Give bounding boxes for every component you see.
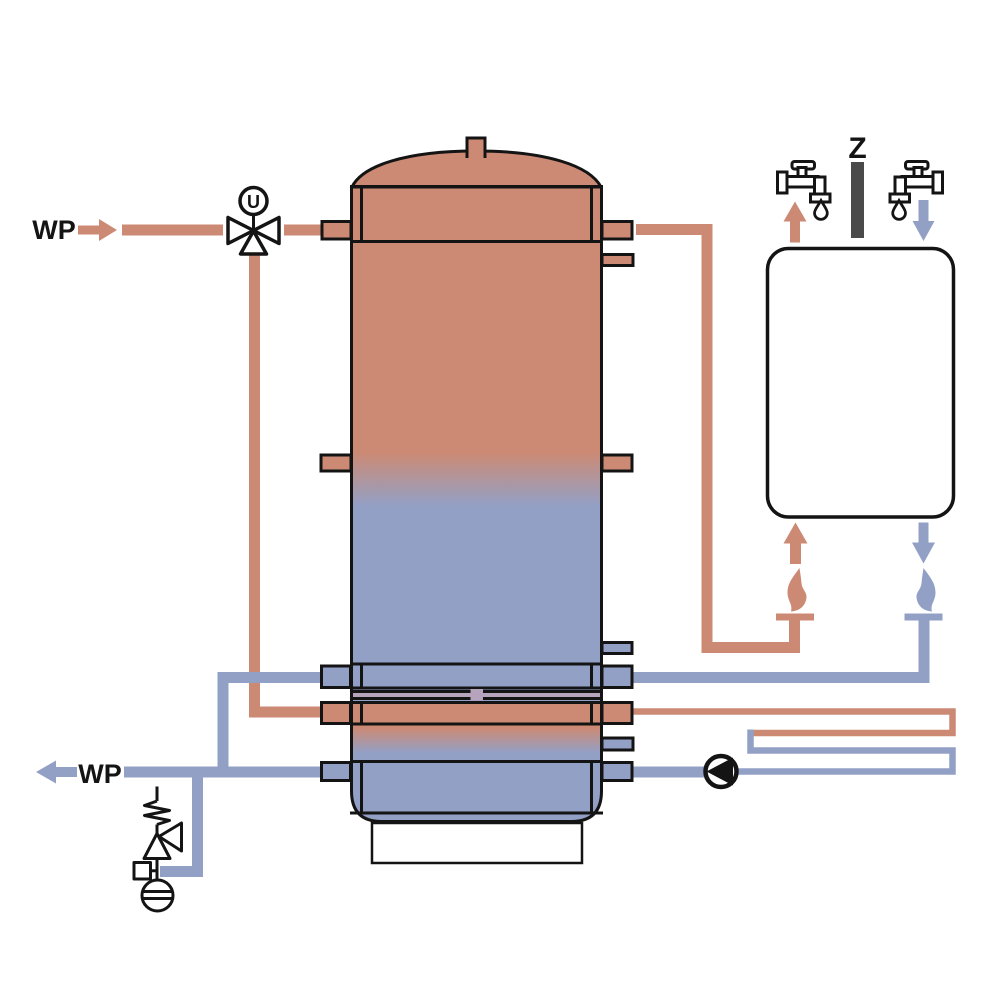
drain-box-icon (132, 861, 152, 881)
stub-band1-left (320, 664, 352, 689)
arrow-left-icon (36, 760, 77, 784)
cold-pipe-safety-branch (160, 775, 203, 877)
circulation-bar (851, 162, 864, 238)
safety-valve-outlet-icon (157, 821, 183, 853)
hot-pipe-dhw-loop (636, 224, 800, 653)
cold-pipe-heating-return (735, 729, 956, 775)
droplet-icon (813, 197, 829, 221)
stub-bottom-left (320, 761, 352, 782)
dhw-consumer-module: Z (765, 132, 956, 612)
arrow-up-icon (783, 201, 807, 243)
cold-pipe-cw-loop (632, 620, 930, 683)
stub-top-right (600, 220, 634, 241)
mixing-valve-group: U (226, 185, 281, 256)
heat-pump-flow-label: WP (32, 215, 76, 245)
droplet-icon (891, 197, 907, 221)
tank-hot-layer-band (353, 702, 600, 724)
stub-small-right-3 (600, 736, 635, 752)
heat-pump-return-label: WP (78, 759, 122, 789)
arrow-up-icon (783, 522, 808, 564)
stub-bottom-right (600, 761, 634, 782)
spring-icon (143, 799, 171, 826)
stub-small-right-2 (600, 641, 634, 655)
arrow-down-icon (912, 522, 935, 564)
pump-direction-triangle (706, 757, 733, 786)
safety-valve-group (132, 786, 183, 913)
cold-pipe-wp-return (124, 766, 322, 778)
tank-sensor-notch (470, 689, 483, 701)
hot-pipe-valve-to-tank (284, 224, 321, 236)
drain-vessel-icon (140, 878, 175, 913)
tap-icon (776, 160, 832, 221)
hot-pipe-valve-down (249, 252, 321, 718)
tank-top-nipple (465, 136, 487, 158)
tap-icon-mirrored (888, 160, 944, 221)
cold-pipe-pump-line (632, 766, 710, 778)
valve-actuator-label: U (247, 192, 260, 212)
flame-icon (916, 568, 936, 612)
tank-connection-stubs (319, 220, 635, 782)
buffer-tank (319, 136, 635, 865)
pump-group (703, 753, 739, 790)
three-way-valve-icon (226, 215, 281, 256)
hot-pipe-terminal-bar (776, 613, 814, 621)
actuator-circle-icon (238, 185, 269, 217)
tank-pedestal (370, 821, 584, 865)
stub-band2-left (320, 701, 352, 725)
flame-icon (787, 568, 807, 612)
hot-pipe-network (78, 219, 956, 737)
hot-pipe-heating-circuit (632, 708, 956, 737)
hot-pipe-wp-supply (122, 224, 223, 236)
arrow-down-icon (912, 200, 935, 241)
tank-hot-layer-fade (353, 725, 600, 759)
stub-top-left (320, 220, 353, 241)
stub-band1-right (600, 664, 634, 689)
tank-structure-lines (350, 185, 603, 815)
consumer-box (765, 246, 956, 519)
circulation-label: Z (848, 132, 866, 165)
stub-mid-left (319, 453, 353, 473)
stub-mid-right (600, 453, 634, 473)
stub-small-right-1 (600, 253, 635, 267)
cold-pipe-terminal-bar (904, 613, 943, 621)
cold-pipe-left-drop (217, 672, 321, 772)
stub-band2-right (600, 701, 634, 725)
cold-pipe-network (36, 613, 956, 877)
arrow-right-icon (78, 219, 117, 241)
